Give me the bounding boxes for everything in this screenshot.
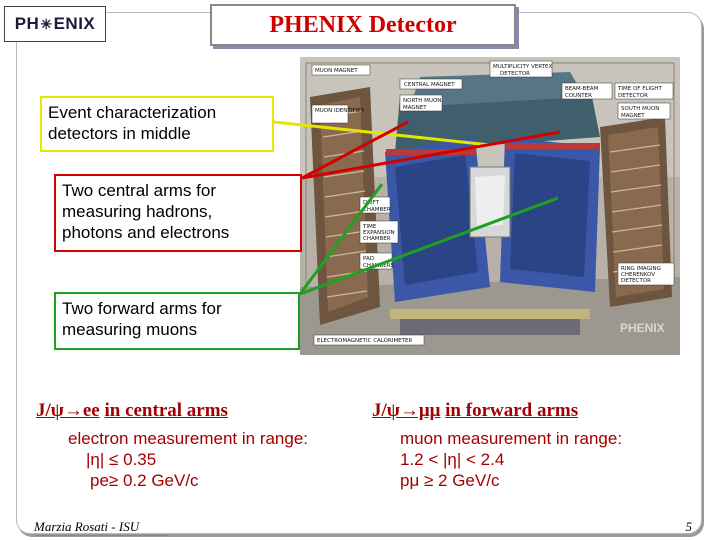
page-number: 5 <box>685 519 693 534</box>
photo-label-muon-magnet: MUON MAGNET <box>315 68 358 74</box>
photo-label-drift-1: DRIFT <box>363 200 380 206</box>
photo-label-rich-3: DETECTOR <box>621 278 651 284</box>
photo-label-multiplicity-2: DETECTOR <box>500 71 530 77</box>
measurement-line: electron measurement in range: <box>68 429 309 448</box>
photo-label-beam-beam-2: COUNTER <box>565 93 592 99</box>
measurement-line: |η| ≤ 0.35 <box>86 450 157 469</box>
photo-watermark: PHENIX <box>620 321 665 335</box>
photo-label-north-muon-2: MAGNET <box>403 105 427 111</box>
photo-label-tof-2: DETECTOR <box>618 93 648 99</box>
callout-line: photons and electrons <box>62 223 230 242</box>
logo-text-left: PH <box>14 14 40 33</box>
footer-divider <box>36 535 168 536</box>
callout-line: detectors in middle <box>48 124 191 143</box>
heading-formula: J/ψ→μμ <box>372 400 441 421</box>
measurement-electron: electron measurement in range: |η| ≤ 0.3… <box>68 428 308 491</box>
measurement-muon: muon measurement in range: 1.2 < |η| < 2… <box>400 428 622 491</box>
callout-line: measuring muons <box>62 320 198 339</box>
logo-star-icon: ✳ <box>40 15 53 32</box>
photo-label-tof-1: TIME OF FLIGHT <box>617 86 662 92</box>
measurement-line: pμ ≥ 2 GeV/c <box>400 471 500 490</box>
photo-label-multiplicity-1: MULTIPLICITY VERTEX <box>493 64 552 70</box>
photo-label-rich-1: RING IMAGING <box>621 266 661 272</box>
callout-line: Two central arms for <box>62 181 216 200</box>
callout-forward-arms: Two forward arms for measuring muons <box>54 292 300 350</box>
callout-event-characterization: Event characterization detectors in midd… <box>40 96 274 152</box>
photo-label-muon-identifier: MUON IDENTIFIER <box>315 108 365 114</box>
photo-label-beam-beam-1: BEAM-BEAM <box>565 86 599 92</box>
title-box: PHENIX Detector <box>210 4 516 46</box>
footer-author: Marzia Rosati - ISU <box>34 519 140 534</box>
photo-label-em-calorimeter: ELECTROMAGNETIC CALORIMETER <box>317 338 412 344</box>
heading-suffix: in central arms <box>104 400 228 421</box>
photo-label-drift-2: CHAMBER <box>363 207 391 213</box>
callout-line: measuring hadrons, <box>62 202 213 221</box>
photo-label-rich-2: CHERENKOV <box>621 272 655 278</box>
photo-label-north-muon-1: NORTH MUON <box>403 98 441 104</box>
measurement-line: 1.2 < |η| < 2.4 <box>400 450 505 469</box>
heading-forward-arms: J/ψ→μμ in forward arms <box>372 400 578 422</box>
measurement-line: muon measurement in range: <box>400 429 623 448</box>
photo-label-pad-1: PAD <box>363 256 374 262</box>
photo-label-south-muon-1: SOUTH MUON <box>621 106 659 112</box>
callout-line: Event characterization <box>48 103 217 122</box>
measurement-line: pe≥ 0.2 GeV/c <box>90 471 199 490</box>
photo-label-central-magnet: CENTRAL MAGNET <box>404 82 455 88</box>
heading-central-arms: J/ψ→ee in central arms <box>36 400 228 422</box>
detector-photo: MUON MAGNET MUON IDENTIFIER MULTIPLICITY… <box>300 57 680 355</box>
heading-suffix: in forward arms <box>445 400 579 421</box>
heading-formula: J/ψ→ee <box>36 400 100 421</box>
phenix-logo: PH✳ENIX <box>4 6 106 42</box>
logo-text-right: ENIX <box>53 14 96 33</box>
photo-label-pad-2: CHAMBERS <box>363 263 395 269</box>
slide-title: PHENIX Detector <box>269 11 457 38</box>
callout-central-arms: Two central arms for measuring hadrons, … <box>54 174 302 252</box>
photo-label-tec-3: CHAMBER <box>363 236 391 242</box>
photo-label-south-muon-2: MAGNET <box>621 113 645 119</box>
callout-line: Two forward arms for <box>62 299 222 318</box>
